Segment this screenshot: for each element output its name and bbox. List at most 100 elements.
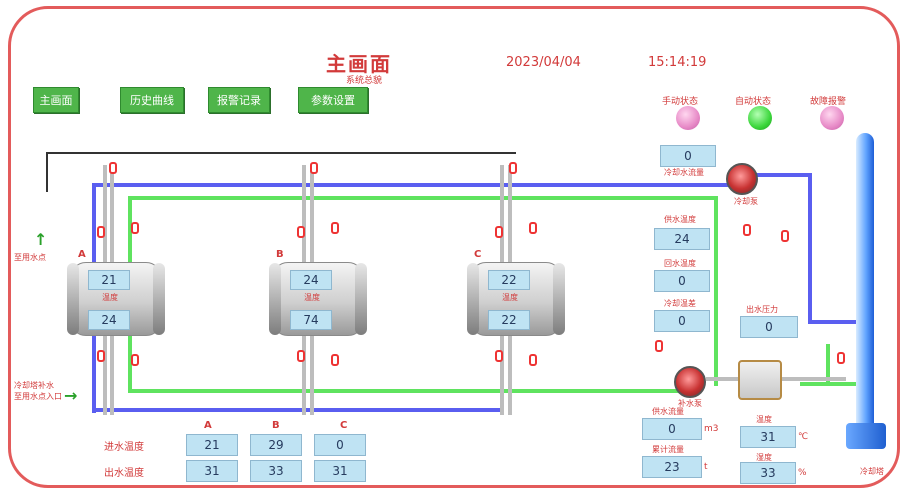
valve-b-bottom-right[interactable] bbox=[330, 354, 340, 366]
tank-b-left-cap bbox=[269, 263, 281, 335]
valve-a-right[interactable] bbox=[130, 222, 140, 234]
table-row-1-b: 29 bbox=[250, 434, 302, 456]
nav-button-settings[interactable]: 参数设置 bbox=[298, 87, 368, 113]
env-temp-value: 31 bbox=[740, 426, 796, 448]
lamp-label-auto: 自动状态 bbox=[735, 97, 772, 107]
tank-b-unit: 温度 bbox=[304, 293, 320, 302]
cooling-tower-label: 冷却塔 bbox=[860, 467, 884, 476]
valve-a-top[interactable] bbox=[108, 162, 118, 174]
tank-a-top-value: 21 bbox=[88, 270, 130, 290]
env-humidity-label: 湿度 bbox=[756, 453, 772, 462]
page-subtitle: 系统总貌 bbox=[346, 76, 383, 86]
tank-c-bottom-value: 22 bbox=[488, 310, 530, 330]
cooling-pump-icon[interactable] bbox=[726, 163, 758, 195]
table-row-2-c: 31 bbox=[314, 460, 366, 482]
pipe-green-to-tower bbox=[800, 382, 860, 386]
makeup-pump-icon[interactable] bbox=[674, 366, 706, 398]
valve-c-top[interactable] bbox=[508, 162, 518, 174]
tank-a-left-cap bbox=[67, 263, 79, 335]
valve-b-top[interactable] bbox=[309, 162, 319, 174]
pipe-green-bottom bbox=[128, 389, 688, 393]
temp-diff-label: 冷却温差 bbox=[664, 299, 696, 308]
valve-right-4[interactable] bbox=[836, 352, 846, 364]
valve-a-bottom-left[interactable] bbox=[96, 350, 106, 362]
tank-b-id: B bbox=[276, 249, 284, 260]
valve-c-bottom-right[interactable] bbox=[528, 354, 538, 366]
tank-b-top-value: 24 bbox=[290, 270, 332, 290]
supply-temp-value: 24 bbox=[654, 228, 710, 250]
screen-frame bbox=[8, 6, 900, 488]
pipe-green-right bbox=[714, 196, 718, 386]
valve-b-right[interactable] bbox=[330, 222, 340, 234]
table-row-1-a: 21 bbox=[186, 434, 238, 456]
page-title: 主画面 bbox=[326, 52, 392, 76]
tank-c-left-cap bbox=[467, 263, 479, 335]
left-bottom-label: 冷却塔补水 至用水点入口 bbox=[14, 381, 62, 401]
tank-c-top-value: 22 bbox=[488, 270, 530, 290]
nav-button-main[interactable]: 主画面 bbox=[33, 87, 79, 113]
tank-a-id: A bbox=[78, 249, 86, 260]
pipe-black-left bbox=[46, 152, 48, 192]
total-flow-value: 23 bbox=[642, 456, 702, 478]
tank-b-right-cap bbox=[355, 263, 367, 335]
supply-flow-value: 0 bbox=[642, 418, 702, 440]
env-humidity-value: 33 bbox=[740, 462, 796, 484]
table-row-2-a: 31 bbox=[186, 460, 238, 482]
pipe-green-tower-vert bbox=[826, 344, 830, 386]
valve-c-right[interactable] bbox=[528, 222, 538, 234]
tank-a-right-cap bbox=[153, 263, 165, 335]
date-display: 2023/04/04 bbox=[506, 55, 581, 70]
supply-temp-label: 供水温度 bbox=[664, 215, 696, 224]
tank-a-bottom-value: 24 bbox=[88, 310, 130, 330]
tank-b-bottom-value: 74 bbox=[290, 310, 332, 330]
status-lamp-manual bbox=[676, 106, 700, 130]
return-temp-label: 回水温度 bbox=[664, 259, 696, 268]
table-col-c: C bbox=[340, 420, 348, 431]
status-lamp-auto bbox=[748, 106, 772, 130]
valve-right-2[interactable] bbox=[780, 230, 790, 242]
table-col-b: B bbox=[272, 420, 280, 431]
cooling-tower bbox=[846, 133, 886, 463]
tank-a-unit: 温度 bbox=[102, 293, 118, 302]
status-lamp-fault bbox=[820, 106, 844, 130]
supply-flow-unit: m3 bbox=[704, 424, 719, 434]
tank-c-unit: 温度 bbox=[502, 293, 518, 302]
valve-right-1[interactable] bbox=[742, 224, 752, 236]
supply-flow-label: 供水流量 bbox=[652, 407, 684, 416]
cooling-tower-base bbox=[846, 423, 886, 449]
table-row-1-label: 进水温度 bbox=[104, 442, 144, 453]
pump-label-1: 冷却泵 bbox=[734, 197, 758, 206]
flow-top-value: 0 bbox=[660, 145, 716, 167]
env-humidity-unit: % bbox=[798, 468, 807, 478]
valve-b-bottom-left[interactable] bbox=[296, 350, 306, 362]
pipe-blue-right-down bbox=[808, 173, 812, 323]
pipe-blue-right-top bbox=[742, 173, 812, 177]
valve-c-left[interactable] bbox=[494, 226, 504, 238]
chiller-unit-icon[interactable] bbox=[738, 360, 782, 400]
valve-b-left[interactable] bbox=[296, 226, 306, 238]
valve-right-3[interactable] bbox=[654, 340, 664, 352]
tank-c-right-cap bbox=[553, 263, 565, 335]
cooling-tower-body bbox=[856, 133, 874, 433]
tank-c-id: C bbox=[474, 249, 482, 260]
valve-a-bottom-right[interactable] bbox=[130, 354, 140, 366]
total-flow-label: 累计流量 bbox=[652, 445, 684, 454]
pipe-black-top bbox=[46, 152, 516, 154]
nav-button-history[interactable]: 历史曲线 bbox=[120, 87, 184, 113]
table-col-a: A bbox=[204, 420, 212, 431]
outlet-pressure-value: 0 bbox=[740, 316, 798, 338]
outlet-pressure-label: 出水压力 bbox=[746, 305, 778, 314]
valve-a-left[interactable] bbox=[96, 226, 106, 238]
arrow-up-icon: ↑ bbox=[34, 230, 48, 249]
return-temp-value: 0 bbox=[654, 270, 710, 292]
pipe-blue-to-tower bbox=[808, 320, 856, 324]
time-display: 15:14:19 bbox=[648, 55, 707, 70]
valve-c-bottom-left[interactable] bbox=[494, 350, 504, 362]
env-temp-unit: ℃ bbox=[798, 432, 809, 442]
table-row-1-c: 0 bbox=[314, 434, 366, 456]
lamp-label-fault: 故障报警 bbox=[810, 97, 847, 107]
nav-button-alarms[interactable]: 报警记录 bbox=[208, 87, 270, 113]
arrow-right-icon: → bbox=[64, 386, 78, 405]
pipe-green-top bbox=[128, 196, 718, 200]
temp-diff-value: 0 bbox=[654, 310, 710, 332]
